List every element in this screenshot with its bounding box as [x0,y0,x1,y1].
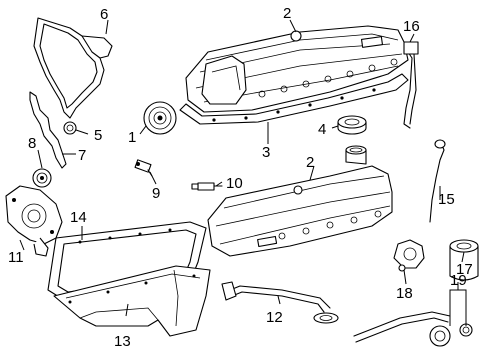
callout-3: 3 [262,144,270,161]
crankshaft-seal [32,168,52,188]
valve-cover-gasket [179,73,409,125]
sensor-10 [191,182,223,191]
timing-cover-gasket [33,17,113,119]
leader-lines [19,19,467,326]
callout-14: 14 [70,209,87,226]
callout-5: 5 [94,127,102,144]
callout-1: 1 [128,129,136,146]
oil-filter-adapter [393,239,425,272]
callout-9: 9 [152,185,160,202]
valve-cover-upper [185,25,409,113]
oil-pickup-tube [221,281,339,324]
callout-2-lower: 2 [306,154,314,171]
dipstick [429,139,446,223]
callouts: 6 2 16 1 4 5 3 8 7 2 10 9 15 14 11 17 19… [8,5,473,350]
callout-10: 10 [226,175,243,192]
front-seal [63,121,77,135]
callout-7: 7 [78,147,86,164]
callout-16: 16 [403,18,420,35]
callout-6: 6 [100,6,108,23]
callout-17: 17 [456,261,473,278]
dipstick-tube [403,41,419,129]
callout-12: 12 [266,309,283,326]
dipstick-tube-lower [353,311,473,347]
callout-11: 11 [8,249,24,266]
oil-filter [449,239,479,281]
crankshaft-pulley [143,101,177,135]
callout-2-upper: 2 [283,5,291,22]
valve-cover-lower [207,145,393,257]
callout-18: 18 [396,285,413,302]
callout-13: 13 [114,333,131,350]
oil-filler-cap [337,115,367,135]
callout-19: 19 [450,272,467,289]
sensor-9 [134,159,153,177]
oil-pan [53,265,211,337]
oil-pump [5,185,63,257]
callout-15: 15 [438,191,455,208]
callout-4: 4 [318,121,326,138]
side-gasket [29,91,67,169]
callout-8: 8 [28,135,36,152]
